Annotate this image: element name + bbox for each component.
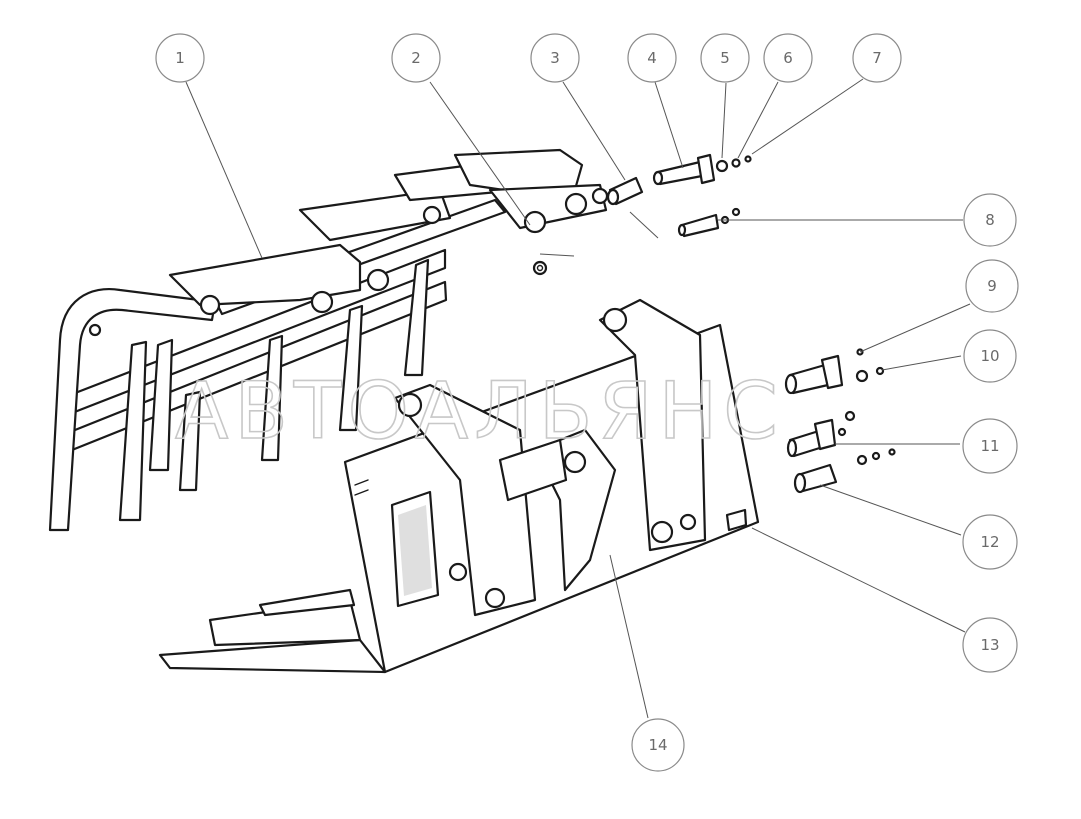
svg-text:1: 1 — [175, 49, 185, 67]
svg-text:13: 13 — [980, 636, 999, 654]
grapple-arm-assembly — [48, 148, 609, 532]
callout-5: 5 — [700, 33, 750, 83]
watermark-text: АВТОАЛЬЯНС — [175, 367, 784, 457]
svg-text:11: 11 — [980, 437, 999, 455]
callout-1: 1 — [155, 33, 205, 83]
pin-part-11 — [786, 410, 856, 458]
svg-text:10: 10 — [980, 347, 999, 365]
callout-4: 4 — [627, 33, 677, 83]
callout-12: 12 — [962, 514, 1018, 570]
cotter-part-7 — [744, 155, 752, 163]
callout-9: 9 — [965, 259, 1019, 313]
svg-text:8: 8 — [985, 211, 995, 229]
callout-10: 10 — [963, 329, 1017, 383]
nut-part-6 — [731, 158, 741, 168]
callout-6: 6 — [763, 33, 813, 83]
svg-text:14: 14 — [648, 736, 667, 754]
callout-14: 14 — [631, 718, 685, 772]
callout-7: 7 — [852, 33, 902, 83]
callout-3: 3 — [530, 33, 580, 83]
svg-text:7: 7 — [872, 49, 882, 67]
svg-text:6: 6 — [783, 49, 793, 67]
svg-text:3: 3 — [550, 49, 560, 67]
svg-text:2: 2 — [411, 49, 421, 67]
pin-part-8 — [677, 207, 741, 238]
svg-text:5: 5 — [720, 49, 730, 67]
nut-part-2 — [532, 260, 548, 276]
callout-8: 8 — [963, 193, 1017, 247]
svg-text:9: 9 — [987, 277, 997, 295]
mounting-frame — [158, 298, 760, 674]
bushing-part-3 — [606, 176, 644, 206]
callout-2: 2 — [391, 33, 441, 83]
svg-text:12: 12 — [980, 533, 999, 551]
callout-11: 11 — [962, 418, 1018, 474]
leader-lines — [185, 78, 971, 719]
pin-part-10 — [784, 348, 885, 395]
svg-text:4: 4 — [647, 49, 657, 67]
callout-13: 13 — [962, 617, 1018, 673]
pin-part-12 — [793, 448, 896, 494]
washer-part-5 — [715, 159, 729, 173]
pin-part-4 — [652, 153, 716, 186]
